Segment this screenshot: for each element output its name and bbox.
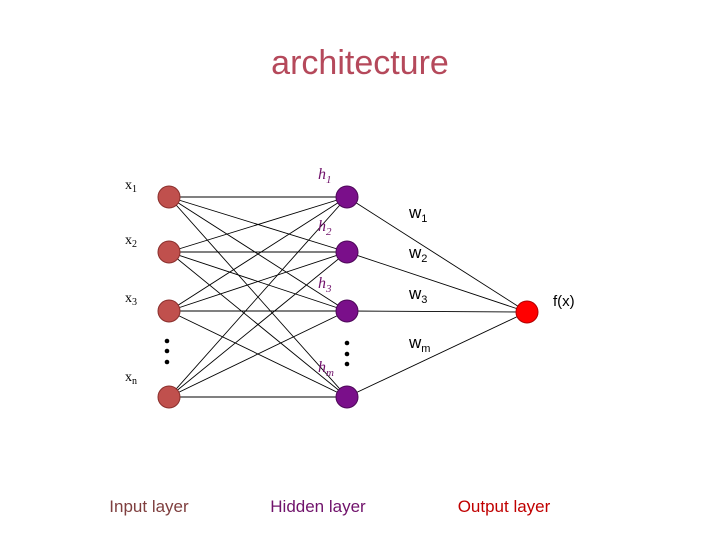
weight-label-1-sub: 1 bbox=[421, 213, 427, 225]
edge-input-4-hidden-3 bbox=[168, 310, 348, 398]
page-title: architecture bbox=[271, 44, 449, 82]
edge-hidden-1-output bbox=[346, 196, 528, 313]
input-node-4 bbox=[157, 385, 181, 409]
input-label-1-sub: 1 bbox=[132, 184, 137, 195]
ellipsis-dots bbox=[164, 338, 350, 367]
ellipsis-dot bbox=[344, 351, 350, 357]
hidden-label-4-base: h bbox=[318, 359, 326, 376]
hidden-label-4: hm bbox=[318, 359, 334, 379]
ellipsis-dot bbox=[344, 340, 350, 346]
edge-input-3-hidden-2 bbox=[168, 251, 348, 312]
input-label-2-base: x bbox=[125, 233, 132, 248]
hidden-label-3-base: h bbox=[318, 275, 326, 292]
hidden-node-3 bbox=[335, 299, 359, 323]
edge-input-4-hidden-1 bbox=[168, 196, 348, 398]
weight-label-3-sub: 3 bbox=[421, 294, 427, 306]
input-layer-caption: Input layer bbox=[109, 497, 189, 516]
edge-hidden-3-output bbox=[346, 310, 528, 313]
weight-label-1-base: w bbox=[408, 203, 422, 222]
hidden-label-1-base: h bbox=[318, 166, 326, 183]
weight-label-4-base: w bbox=[408, 333, 422, 352]
ellipsis-dot bbox=[164, 338, 170, 344]
output-node bbox=[515, 300, 539, 324]
edge-hidden-4-output bbox=[346, 311, 528, 398]
weight-label-3-base: w bbox=[408, 284, 422, 303]
input-label-1: x1 bbox=[125, 178, 137, 195]
hidden-label-1-sub: 1 bbox=[326, 174, 332, 186]
input-label-3-sub: 3 bbox=[132, 297, 137, 308]
input-label-2-sub: 2 bbox=[132, 239, 137, 250]
output-layer-caption: Output layer bbox=[458, 497, 551, 516]
hidden-label-2: h2 bbox=[318, 218, 332, 238]
weight-label-2-sub: 2 bbox=[421, 253, 427, 265]
hidden-label-2-sub: 2 bbox=[326, 226, 332, 238]
input-label-2: x2 bbox=[125, 233, 137, 250]
edge-hidden-2-output bbox=[346, 251, 528, 313]
weight-label-4-sub: m bbox=[421, 343, 430, 355]
hidden-label-2-base: h bbox=[318, 218, 326, 235]
input-node-3 bbox=[157, 299, 181, 323]
input-label-3-base: x bbox=[125, 291, 132, 306]
hidden-layer-caption: Hidden layer bbox=[270, 497, 366, 516]
output-label: f(x) bbox=[553, 293, 575, 310]
input-node-2 bbox=[157, 240, 181, 264]
input-label-4: xn bbox=[125, 370, 137, 387]
weight-label-2-base: w bbox=[408, 243, 422, 262]
edge-input-4-hidden-2 bbox=[168, 251, 348, 398]
hidden-label-4-sub: m bbox=[326, 367, 334, 379]
ellipsis-dot bbox=[164, 359, 170, 365]
weight-label-4: wm bbox=[408, 333, 430, 355]
edge-input-2-hidden-1 bbox=[168, 196, 348, 253]
edge-input-3-hidden-1 bbox=[168, 196, 348, 312]
nodes bbox=[157, 185, 539, 409]
layer-captions: Input layer Hidden layer Output layer bbox=[109, 497, 550, 516]
weight-label-3: w3 bbox=[408, 284, 427, 306]
weight-label-2: w2 bbox=[408, 243, 427, 265]
hidden-node-4 bbox=[335, 385, 359, 409]
ellipsis-dot bbox=[344, 361, 350, 367]
weight-label-1: w1 bbox=[408, 203, 427, 225]
input-label-3: x3 bbox=[125, 291, 137, 308]
hidden-label-3-sub: 3 bbox=[325, 283, 332, 295]
input-node-1 bbox=[157, 185, 181, 209]
edges bbox=[168, 196, 528, 398]
hidden-label-3: h3 bbox=[318, 275, 332, 295]
input-label-4-sub: n bbox=[132, 376, 137, 387]
input-label-4-base: x bbox=[125, 370, 132, 385]
hidden-node-2 bbox=[335, 240, 359, 264]
hidden-node-1 bbox=[335, 185, 359, 209]
hidden-label-1: h1 bbox=[318, 166, 332, 186]
input-label-1-base: x bbox=[125, 178, 132, 193]
ellipsis-dot bbox=[164, 348, 170, 354]
